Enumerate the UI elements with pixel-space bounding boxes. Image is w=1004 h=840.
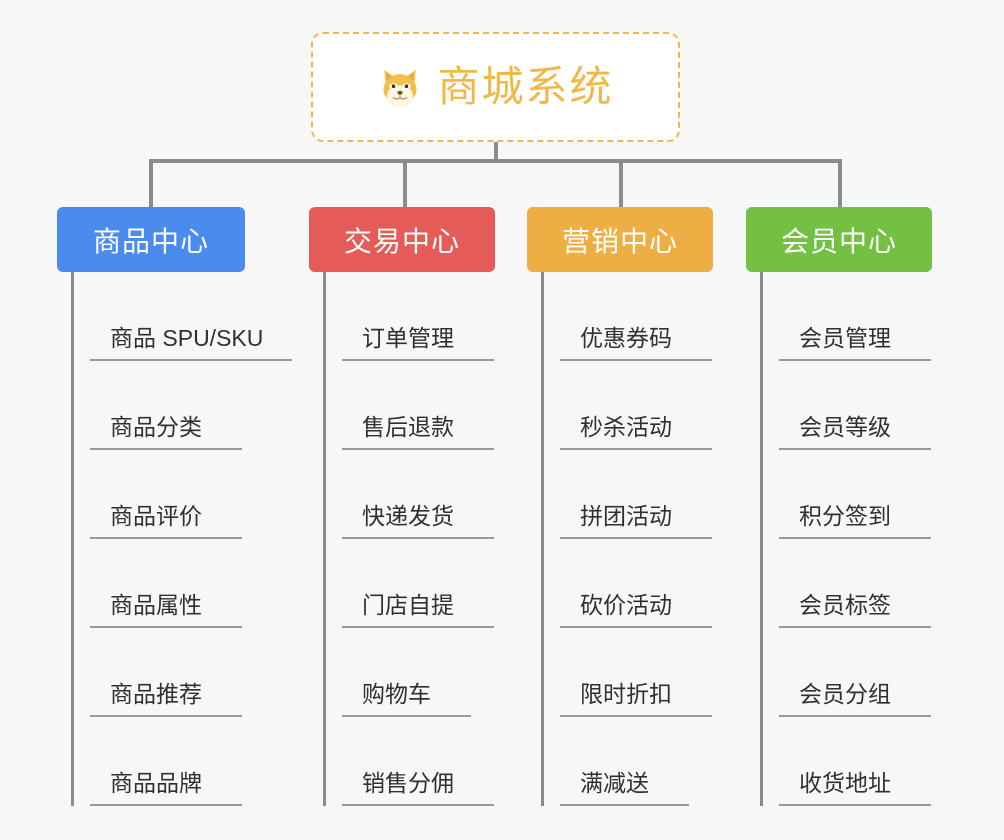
item-rule <box>342 359 494 361</box>
list-item[interactable]: 商品评价 <box>90 450 287 539</box>
item-rule <box>90 359 292 361</box>
item-rule <box>779 537 931 539</box>
branch-column-marketing: 营销中心 优惠券码 秒杀活动 拼团活动 砍价活动 限时折扣 满减送 <box>527 207 729 806</box>
item-label: 砍价活动 <box>580 591 672 618</box>
item-rule <box>779 448 931 450</box>
dog-face-icon <box>377 64 423 110</box>
list-item[interactable]: 会员管理 <box>779 272 948 361</box>
branch-items-product: 商品 SPU/SKU 商品分类 商品评价 商品属性 商品推荐 商品品牌 <box>71 272 292 806</box>
branch-column-member: 会员中心 会员管理 会员等级 积分签到 会员标签 会员分组 收货地址 <box>746 207 948 806</box>
list-item[interactable]: 砍价活动 <box>560 539 729 628</box>
item-label: 订单管理 <box>362 324 454 351</box>
list-item[interactable]: 限时折扣 <box>560 628 729 717</box>
item-rule <box>90 804 242 806</box>
connector-drop-2 <box>403 159 407 207</box>
root-node[interactable]: 商城系统 <box>311 32 680 142</box>
item-rule <box>342 804 494 806</box>
list-item[interactable]: 商品属性 <box>90 539 287 628</box>
item-label: 会员管理 <box>799 324 891 351</box>
branch-column-product: 商品中心 商品 SPU/SKU 商品分类 商品评价 商品属性 商品推荐 商品品牌 <box>57 207 292 806</box>
item-label: 快递发货 <box>362 502 454 529</box>
branch-header-trade[interactable]: 交易中心 <box>309 207 495 272</box>
item-label: 商品推荐 <box>110 680 202 707</box>
item-label: 商品评价 <box>110 502 202 529</box>
list-item[interactable]: 会员标签 <box>779 539 948 628</box>
item-label: 优惠券码 <box>580 324 672 351</box>
item-label: 商品属性 <box>110 591 202 618</box>
item-label: 收货地址 <box>799 769 891 796</box>
branch-header-member[interactable]: 会员中心 <box>746 207 932 272</box>
item-rule <box>560 804 689 806</box>
item-label: 商品 SPU/SKU <box>110 324 264 351</box>
item-rule <box>779 804 931 806</box>
item-rule <box>560 537 712 539</box>
list-item[interactable]: 商品品牌 <box>90 717 287 806</box>
branch-header-product[interactable]: 商品中心 <box>57 207 245 272</box>
item-label: 会员分组 <box>799 680 891 707</box>
item-label: 门店自提 <box>362 591 454 618</box>
list-item[interactable]: 订单管理 <box>342 272 511 361</box>
item-rule <box>779 359 931 361</box>
root-title: 商城系统 <box>437 63 614 110</box>
item-rule <box>342 626 494 628</box>
item-rule <box>342 715 471 717</box>
item-label: 秒杀活动 <box>580 413 672 440</box>
list-item[interactable]: 商品分类 <box>90 361 287 450</box>
item-label: 限时折扣 <box>580 680 672 707</box>
list-item[interactable]: 商品 SPU/SKU <box>90 272 292 361</box>
item-label: 购物车 <box>362 680 431 707</box>
item-label: 满减送 <box>580 769 649 796</box>
list-item[interactable]: 门店自提 <box>342 539 511 628</box>
item-label: 售后退款 <box>362 413 454 440</box>
list-item[interactable]: 会员分组 <box>779 628 948 717</box>
connector-drop-3 <box>619 159 623 207</box>
list-item[interactable]: 售后退款 <box>342 361 511 450</box>
item-rule <box>90 626 242 628</box>
item-rule <box>560 448 712 450</box>
branch-items-member: 会员管理 会员等级 积分签到 会员标签 会员分组 收货地址 <box>760 272 948 806</box>
item-rule <box>560 359 712 361</box>
item-label: 积分签到 <box>799 502 891 529</box>
list-item[interactable]: 销售分佣 <box>342 717 511 806</box>
item-label: 会员标签 <box>799 591 891 618</box>
branch-items-trade: 订单管理 售后退款 快递发货 门店自提 购物车 销售分佣 <box>323 272 511 806</box>
connector-root-stem <box>494 142 498 163</box>
item-label: 商品分类 <box>110 413 202 440</box>
list-item[interactable]: 会员等级 <box>779 361 948 450</box>
branch-items-marketing: 优惠券码 秒杀活动 拼团活动 砍价活动 限时折扣 满减送 <box>541 272 729 806</box>
item-rule <box>779 626 931 628</box>
list-item[interactable]: 商品推荐 <box>90 628 287 717</box>
list-item[interactable]: 满减送 <box>560 717 729 806</box>
item-rule <box>90 448 242 450</box>
branch-column-trade: 交易中心 订单管理 售后退款 快递发货 门店自提 购物车 销售分佣 <box>309 207 511 806</box>
item-rule <box>90 537 242 539</box>
list-item[interactable]: 购物车 <box>342 628 511 717</box>
connector-horizontal-bus <box>149 159 842 163</box>
item-rule <box>342 448 494 450</box>
item-label: 商品品牌 <box>110 769 202 796</box>
item-rule <box>342 537 494 539</box>
connector-drop-4 <box>838 159 842 207</box>
item-label: 销售分佣 <box>362 769 454 796</box>
list-item[interactable]: 优惠券码 <box>560 272 729 361</box>
item-rule <box>560 626 712 628</box>
item-label: 拼团活动 <box>580 502 672 529</box>
branch-header-marketing[interactable]: 营销中心 <box>527 207 713 272</box>
item-rule <box>779 715 931 717</box>
connector-drop-1 <box>149 159 153 207</box>
item-rule <box>90 715 242 717</box>
item-label: 会员等级 <box>799 413 891 440</box>
list-item[interactable]: 收货地址 <box>779 717 948 806</box>
list-item[interactable]: 积分签到 <box>779 450 948 539</box>
item-rule <box>560 715 712 717</box>
list-item[interactable]: 拼团活动 <box>560 450 729 539</box>
list-item[interactable]: 秒杀活动 <box>560 361 729 450</box>
list-item[interactable]: 快递发货 <box>342 450 511 539</box>
